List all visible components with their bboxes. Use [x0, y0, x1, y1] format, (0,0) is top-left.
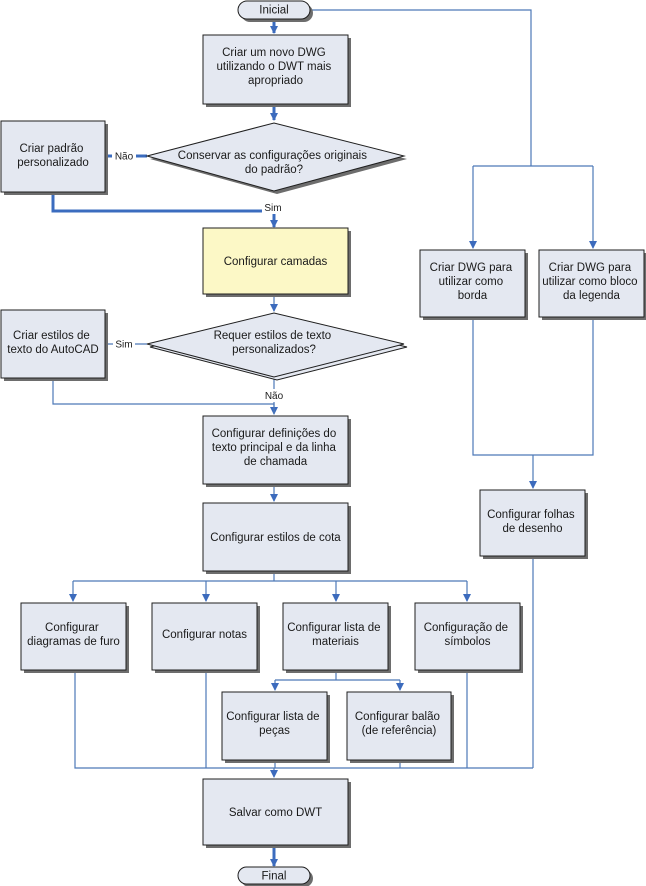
box-text-line: texto do AutoCAD [7, 344, 98, 356]
svg-text:Conservar as configurações ori: Conservar as configurações originais do … [178, 150, 370, 176]
box-text-line: (de referência) [362, 725, 437, 737]
edge-label-sim: Sim [115, 340, 132, 351]
box-text-line: Configurar notas [162, 629, 247, 641]
svg-text:Criar padrão personaliza: Criar padrão personalizado [17, 143, 89, 169]
decision-text-line: Requer estilos de texto [214, 330, 332, 342]
box-text-line: utilizando o DWT mais [216, 61, 331, 73]
box-text-line: peças [259, 725, 290, 737]
box-text-line: apropriado [248, 75, 303, 87]
edge-label-sim: Sim [264, 203, 281, 214]
box-text-line: Configurar definições do [212, 428, 337, 440]
box-text-line: Configurar [45, 622, 99, 634]
box-configurar-estilos-cota: Configurar estilos de cota [202, 502, 351, 574]
box-text-line: utilizar como [439, 276, 504, 288]
decision-text-line: personalizados? [232, 344, 316, 356]
box-text-line: personalizado [17, 157, 89, 169]
edge-label-nao: Não [265, 391, 284, 402]
box-configurar-definicoes-texto: Configurar definições do texto principal… [202, 415, 351, 487]
box-text-line: Configurar camadas [224, 256, 328, 268]
box-text-line: de chamada [244, 456, 308, 468]
box-criar-dwg-borda: Criar DWG para utilizar como borda [419, 249, 528, 320]
start-label: Inicial [259, 5, 288, 17]
box-criar-estilos-texto: Criar estilos de texto do AutoCAD [0, 309, 108, 381]
svg-text:Configurar definições do: Configurar definições do texto principal… [212, 428, 340, 468]
end-terminal: Final [237, 866, 313, 886]
decision-requer-estilos: Requer estilos de texto personalizados? [146, 312, 408, 381]
edge-label-nao: Não [115, 152, 134, 163]
box-text-line: utilizar como bloco [542, 276, 637, 288]
box-text-line: Configurar folhas [487, 509, 575, 521]
box-configurar-lista-pecas: Configurar lista de peças [221, 691, 330, 763]
svg-text:Configurar diagramas de: Configurar diagramas de furo [27, 622, 120, 648]
box-text-line: símbolos [444, 636, 490, 648]
end-label: Final [262, 871, 287, 883]
start-terminal: Inicial [237, 0, 313, 22]
svg-text:Criar DWG para utilizar: Criar DWG para utilizar como borda [430, 262, 516, 302]
svg-text:Requer estilos de texto: Requer estilos de texto personalizados? [214, 330, 335, 356]
box-text-line: Criar DWG para [549, 262, 632, 274]
box-configurar-diagramas-furo: Configurar diagramas de furo [20, 602, 129, 673]
svg-text:Criar um novo DWG utiliz: Criar um novo DWG utilizando o DWT mais … [216, 47, 334, 87]
box-text-line: da legenda [563, 290, 621, 302]
decision-text-line: do padrão? [245, 164, 303, 176]
svg-text:Configurar folhas de des: Configurar folhas de desenho [487, 509, 578, 535]
box-configurar-lista-materiais: Configurar lista de materiais [282, 602, 391, 673]
box-text-line: texto principal e da linha [212, 442, 337, 454]
box-configurar-notas: Configurar notas [151, 602, 260, 673]
svg-text:Configurar lista de peça: Configurar lista de peças [226, 711, 323, 737]
box-text-line: Criar padrão [19, 143, 83, 155]
box-configurar-balao: Configurar balão (de referência) [346, 691, 454, 763]
box-text-line: Configurar estilos de cota [210, 532, 341, 544]
box-text-line: materiais [312, 636, 359, 648]
box-criar-padrao: Criar padrão personalizado [0, 120, 108, 195]
box-criar-dwg: Criar um novo DWG utilizando o DWT mais … [202, 34, 351, 107]
box-text-line: Configurar lista de [287, 622, 380, 634]
box-text-line: Criar um novo DWG [222, 47, 326, 59]
box-text-line: borda [458, 290, 488, 302]
box-criar-dwg-legenda: Criar DWG para utilizar como bloco da le… [538, 249, 646, 320]
box-text-line: Configurar balão [355, 711, 440, 723]
box-configurar-folhas: Configurar folhas de desenho [479, 489, 588, 559]
box-text-line: Salvar como DWT [229, 807, 322, 819]
box-configurar-camadas: Configurar camadas [202, 227, 351, 297]
decision-text-line: Conservar as configurações originais [178, 150, 367, 162]
box-text-line: diagramas de furo [27, 636, 120, 648]
svg-text:Configurar lista de mate: Configurar lista de materiais [287, 622, 384, 648]
box-text-line: Criar DWG para [430, 262, 513, 274]
svg-text:Configurar balão (de ref: Configurar balão (de referência) [355, 711, 443, 737]
box-salvar-dwt: Salvar como DWT [202, 778, 351, 848]
box-text-line: Configurar lista de [226, 711, 319, 723]
svg-text:Configuração de símbolos: Configuração de símbolos [424, 622, 512, 648]
box-text-line: Criar estilos de [13, 330, 90, 342]
decision-conservar: Conservar as configurações originais do … [145, 122, 407, 194]
box-text-line: de desenho [502, 523, 562, 535]
svg-text:Criar estilos de texto d: Criar estilos de texto do AutoCAD [7, 330, 98, 356]
box-text-line: Configuração de [424, 622, 508, 634]
svg-text:Criar DWG para utilizar: Criar DWG para utilizar como bloco da le… [542, 262, 640, 302]
box-configuracao-simbolos: Configuração de símbolos [414, 602, 523, 673]
